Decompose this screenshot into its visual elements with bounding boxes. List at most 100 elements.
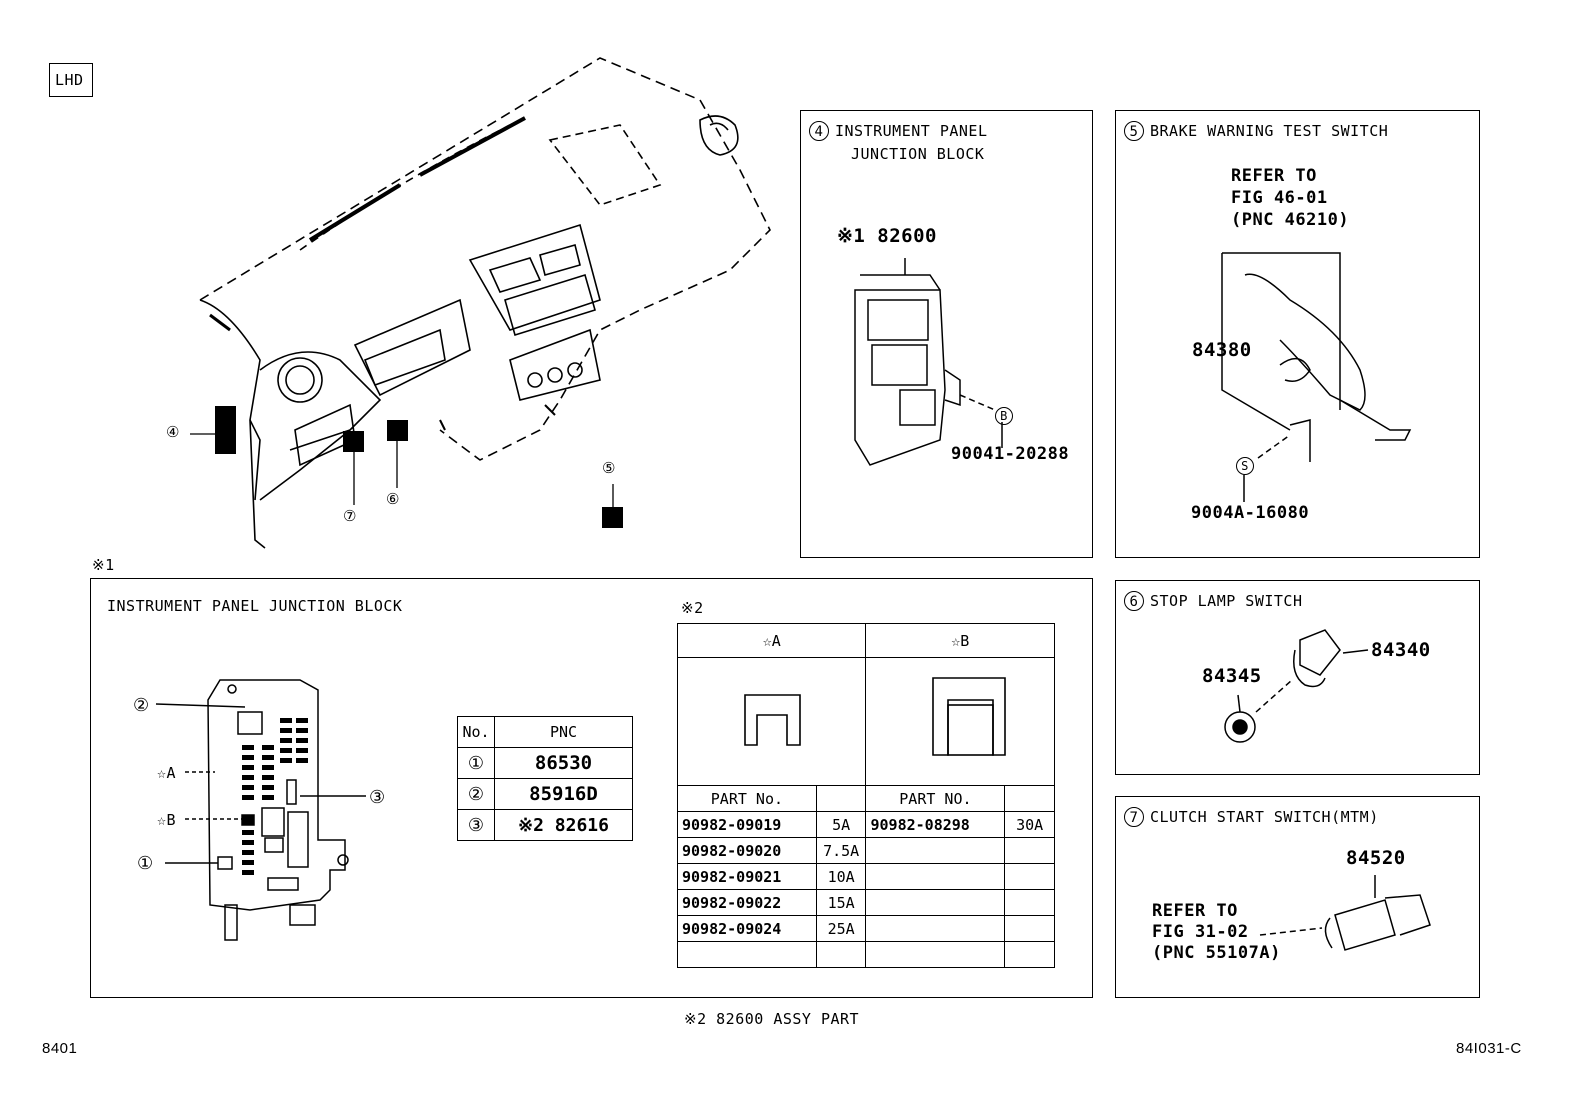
fuse-a-part: 90982-09024 [677,915,817,942]
panel6-part-b: 84345 [1202,665,1262,687]
panel7-refer-line1: REFER TO [1152,901,1238,921]
overview-callout-4: ④ [166,423,180,441]
pnc-col-no: No. [457,716,495,748]
panel6-part-a: 84340 [1371,639,1431,661]
panel4-num: 4 [809,121,829,141]
panel7-title: 7 CLUTCH START SWITCH(MTM) [1124,807,1379,827]
marker-6 [387,420,408,441]
jb-title: INSTRUMENT PANEL JUNCTION BLOCK [107,597,403,615]
bottom-note: ※2 82600 ASSY PART [684,1010,860,1028]
panel6-title-text: STOP LAMP SWITCH [1150,592,1303,610]
panel6-title: 6 STOP LAMP SWITCH [1124,591,1303,611]
pnc-row-value: ※2 82616 [494,809,633,841]
bolt-marker: B [995,407,1013,425]
marker-5 [602,507,623,528]
jb-callout-1: ① [137,853,154,874]
table-row: 90982-09024 25A [677,915,1055,942]
stop-lamp-drawing [1224,629,1369,743]
table-row: 90982-09022 15A [677,889,1055,916]
fuse-b-amp [1004,889,1055,916]
table-row [677,941,1055,968]
fuse-icon-cell-b [865,657,1055,786]
panel7-num: 7 [1124,807,1144,827]
table-row: 90982-09019 5A 90982-08298 30A [677,811,1055,838]
table-row: ② 85916D [457,778,633,810]
table-row: 90982-09021 10A [677,863,1055,890]
pnc-row-no: ② [457,778,495,810]
panel4-bolt-part: 90041-20288 [951,444,1070,464]
jb-note2: ※2 [681,599,704,617]
panel5-refer-line3: (PNC 46210) [1231,210,1350,230]
panel6-num: 6 [1124,591,1144,611]
fuse-icon-cell-a [676,657,867,786]
table-row: 90982-09020 7.5A [677,837,1055,864]
panel-stop-lamp-switch: 6 STOP LAMP SWITCH 84340 84345 [1115,580,1480,775]
pnc-row-value: 86530 [494,747,633,779]
fuse-b-part [865,889,1006,916]
fuse-partno-b: PART NO. [865,785,1006,812]
panel5-title-text: BRAKE WARNING TEST SWITCH [1150,122,1389,140]
panel4-main-part: ※1 82600 [837,225,937,247]
fuse-b-amp [1004,941,1055,968]
fuse-a-amp: 15A [815,889,867,916]
pnc-row-value: 85916D [494,778,633,810]
panel-instrument-junction-block: 4 INSTRUMENT PANEL JUNCTION BLOCK ※1 8260… [800,110,1093,558]
pnc-table: No. PNC ① 86530 ② 85916D ③ ※2 82616 [457,716,633,841]
fuse-a-amp: 25A [815,915,867,942]
lhd-badge: LHD [49,63,93,97]
fuse-amp-head-b [1004,785,1055,812]
panel5-num: 5 [1124,121,1144,141]
fuse-b-part: 90982-08298 [865,811,1006,838]
panel4-title-line1: INSTRUMENT PANEL [835,122,988,140]
fuse-head-b: ☆B [865,623,1055,658]
junction-block-detail-box: INSTRUMENT PANEL JUNCTION BLOCK ☆A ☆B ② … [90,578,1093,998]
jb-callout-3: ③ [369,787,386,808]
fuse-amp-head-a [815,785,867,812]
lhd-label: LHD [55,71,84,89]
fuse-a-part: 90982-09019 [677,811,817,838]
table-row: ① 86530 [457,747,633,779]
panel4-title-line2: JUNCTION BLOCK [851,145,985,163]
panel4-title: 4 INSTRUMENT PANEL [809,121,988,141]
pnc-row-no: ① [457,747,495,779]
jb-fuse-slots [242,718,308,875]
jb-callout-2: ② [133,695,150,716]
jb-star-b: ☆B [157,811,177,829]
marker-7 [343,431,364,452]
fuse-b-amp [1004,915,1055,942]
fuse-a-amp: 7.5A [815,837,867,864]
pnc-col-pnc: PNC [494,716,633,748]
note1-marker: ※1 [92,556,115,574]
panel5-refer-line1: REFER TO [1231,166,1317,186]
fuse-a-part [677,941,817,968]
panel7-refer-line3: (PNC 55107A) [1152,943,1281,963]
fuse-b-part [865,941,1006,968]
fuse-a-part: 90982-09020 [677,837,817,864]
fuse-head-a: ☆A [676,623,867,658]
fuse-a-amp: 10A [815,863,867,890]
footer-left: 8401 [42,1040,78,1057]
panel7-part: 84520 [1346,847,1406,869]
panel7-title-text: CLUTCH START SWITCH(MTM) [1150,808,1379,826]
panel-clutch-start-switch: 7 CLUTCH START SWITCH(MTM) 84520 REFER TO… [1115,796,1480,998]
fuse-b-part [865,915,1006,942]
panel-brake-warning-switch: 5 BRAKE WARNING TEST SWITCH REFER TO FIG … [1115,110,1480,558]
fuse-b-part [865,837,1006,864]
overview-callout-7: ⑦ [343,507,357,525]
panel5-refer-line2: FIG 46-01 [1231,188,1328,208]
fuse-a-part: 90982-09021 [677,863,817,890]
pnc-row-no: ③ [457,809,495,841]
fuse-table: ☆A ☆B PART No. PART NO. 90982-09019 5A 9… [676,623,1055,968]
jb-star-a: ☆A [157,764,177,782]
fuse-b-amp [1004,837,1055,864]
panel5-screw-part: 9004A-16080 [1191,503,1310,523]
clutch-switch-drawing [1259,875,1431,951]
dash-outline [199,57,771,461]
brake-switch-drawing [1221,252,1412,502]
fuse-a-amp [815,941,867,968]
overview-callout-5: ⑤ [602,459,616,477]
marker-4 [215,406,236,454]
junction-block-drawing [854,258,1003,466]
table-row: ③ ※2 82616 [457,809,633,841]
panel5-part: 84380 [1192,339,1252,361]
